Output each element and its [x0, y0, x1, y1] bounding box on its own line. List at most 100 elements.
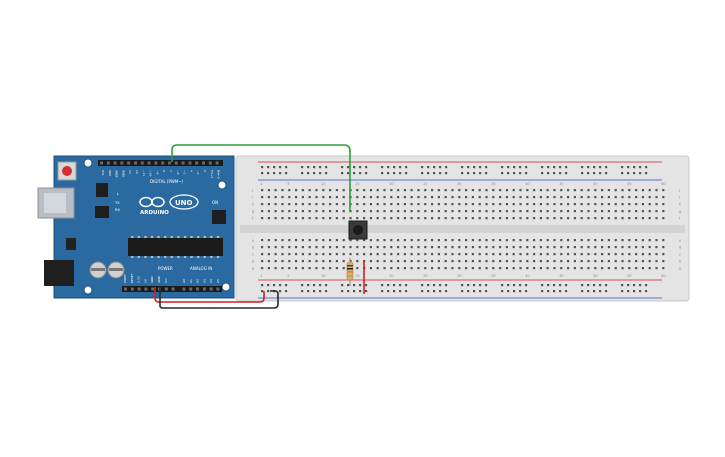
- breadboard-hole[interactable]: [492, 189, 495, 192]
- breadboard-hole[interactable]: [621, 239, 624, 242]
- breadboard-hole[interactable]: [417, 203, 420, 206]
- breadboard-hole[interactable]: [627, 284, 630, 287]
- breadboard-hole[interactable]: [424, 253, 427, 256]
- breadboard-hole[interactable]: [397, 210, 400, 213]
- breadboard-hole[interactable]: [315, 210, 318, 213]
- breadboard-hole[interactable]: [390, 203, 393, 206]
- breadboard-hole[interactable]: [559, 284, 562, 287]
- digital-header-pin[interactable]: [127, 161, 131, 165]
- breadboard-hole[interactable]: [295, 196, 298, 199]
- breadboard-hole[interactable]: [628, 196, 631, 199]
- breadboard-hole[interactable]: [359, 290, 362, 293]
- breadboard-hole[interactable]: [410, 217, 413, 220]
- breadboard-hole[interactable]: [329, 267, 332, 270]
- breadboard-hole[interactable]: [539, 239, 542, 242]
- breadboard-hole[interactable]: [621, 166, 624, 169]
- breadboard-hole[interactable]: [601, 267, 604, 270]
- breadboard-hole[interactable]: [607, 217, 610, 220]
- breadboard-hole[interactable]: [621, 284, 624, 287]
- breadboard-hole[interactable]: [553, 210, 556, 213]
- breadboard-hole[interactable]: [329, 210, 332, 213]
- breadboard-hole[interactable]: [288, 217, 291, 220]
- breadboard-hole[interactable]: [322, 189, 325, 192]
- breadboard-hole[interactable]: [641, 246, 644, 249]
- breadboard-hole[interactable]: [567, 246, 570, 249]
- breadboard-hole[interactable]: [587, 290, 590, 293]
- breadboard-hole[interactable]: [335, 260, 338, 263]
- breadboard-hole[interactable]: [567, 196, 570, 199]
- breadboard-hole[interactable]: [580, 189, 583, 192]
- breadboard-hole[interactable]: [445, 166, 448, 169]
- breadboard-hole[interactable]: [329, 196, 332, 199]
- breadboard-hole[interactable]: [349, 239, 352, 242]
- breadboard-hole[interactable]: [605, 284, 608, 287]
- breadboard-hole[interactable]: [580, 196, 583, 199]
- breadboard-hole[interactable]: [565, 172, 568, 175]
- breadboard-hole[interactable]: [288, 260, 291, 263]
- breadboard-hole[interactable]: [553, 260, 556, 263]
- breadboard-hole[interactable]: [492, 196, 495, 199]
- breadboard-hole[interactable]: [431, 260, 434, 263]
- breadboard-hole[interactable]: [261, 166, 264, 169]
- breadboard-hole[interactable]: [492, 210, 495, 213]
- breadboard-hole[interactable]: [308, 189, 311, 192]
- breadboard-hole[interactable]: [274, 217, 277, 220]
- breadboard-hole[interactable]: [383, 253, 386, 256]
- breadboard-hole[interactable]: [607, 210, 610, 213]
- breadboard-hole[interactable]: [471, 246, 474, 249]
- breadboard-hole[interactable]: [301, 189, 304, 192]
- breadboard-hole[interactable]: [341, 166, 344, 169]
- breadboard-hole[interactable]: [614, 196, 617, 199]
- breadboard-hole[interactable]: [281, 246, 284, 249]
- breadboard-hole[interactable]: [458, 196, 461, 199]
- breadboard-hole[interactable]: [519, 253, 522, 256]
- breadboard-hole[interactable]: [641, 267, 644, 270]
- breadboard-hole[interactable]: [628, 210, 631, 213]
- breadboard-hole[interactable]: [512, 217, 515, 220]
- breadboard-hole[interactable]: [567, 203, 570, 206]
- breadboard-hole[interactable]: [267, 203, 270, 206]
- breadboard-hole[interactable]: [417, 260, 420, 263]
- breadboard-hole[interactable]: [390, 253, 393, 256]
- breadboard-hole[interactable]: [390, 246, 393, 249]
- breadboard-hole[interactable]: [376, 260, 379, 263]
- breadboard-hole[interactable]: [473, 166, 476, 169]
- breadboard-hole[interactable]: [541, 290, 544, 293]
- breadboard-hole[interactable]: [281, 210, 284, 213]
- breadboard-hole[interactable]: [547, 172, 550, 175]
- breadboard-hole[interactable]: [621, 196, 624, 199]
- breadboard-hole[interactable]: [397, 267, 400, 270]
- breadboard-hole[interactable]: [614, 239, 617, 242]
- breadboard-hole[interactable]: [458, 217, 461, 220]
- breadboard-hole[interactable]: [628, 253, 631, 256]
- breadboard-hole[interactable]: [546, 267, 549, 270]
- breadboard-hole[interactable]: [281, 253, 284, 256]
- breadboard-hole[interactable]: [410, 246, 413, 249]
- breadboard-hole[interactable]: [533, 260, 536, 263]
- breadboard-hole[interactable]: [648, 267, 651, 270]
- breadboard-hole[interactable]: [546, 253, 549, 256]
- breadboard-hole[interactable]: [587, 166, 590, 169]
- breadboard-hole[interactable]: [465, 217, 468, 220]
- breadboard-hole[interactable]: [301, 172, 304, 175]
- breadboard-hole[interactable]: [427, 290, 430, 293]
- breadboard-hole[interactable]: [648, 246, 651, 249]
- breadboard-hole[interactable]: [607, 267, 610, 270]
- breadboard-hole[interactable]: [605, 172, 608, 175]
- breadboard-hole[interactable]: [369, 210, 372, 213]
- breadboard-hole[interactable]: [645, 172, 648, 175]
- breadboard-hole[interactable]: [641, 239, 644, 242]
- breadboard-hole[interactable]: [356, 217, 359, 220]
- breadboard-hole[interactable]: [648, 189, 651, 192]
- breadboard-hole[interactable]: [593, 172, 596, 175]
- breadboard-hole[interactable]: [439, 172, 442, 175]
- breadboard-hole[interactable]: [539, 210, 542, 213]
- breadboard-hole[interactable]: [274, 239, 277, 242]
- breadboard-hole[interactable]: [628, 217, 631, 220]
- breadboard-hole[interactable]: [607, 189, 610, 192]
- breadboard-hole[interactable]: [627, 166, 630, 169]
- breadboard-hole[interactable]: [505, 239, 508, 242]
- digital-header-pin[interactable]: [147, 161, 151, 165]
- breadboard-hole[interactable]: [322, 260, 325, 263]
- breadboard-hole[interactable]: [363, 189, 366, 192]
